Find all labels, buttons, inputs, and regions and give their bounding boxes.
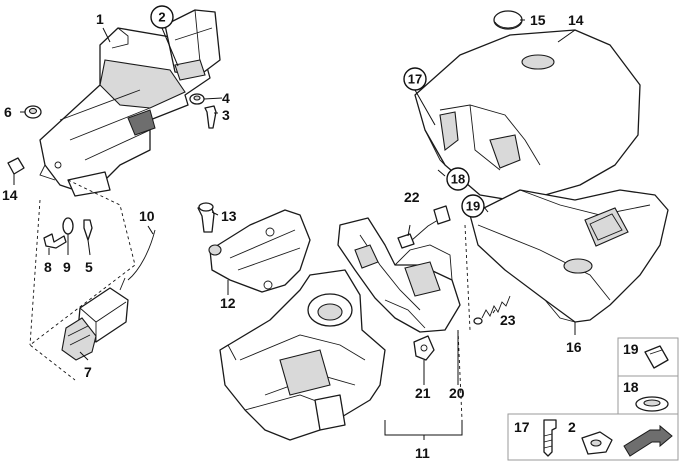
label-part-11: 11 <box>415 445 430 461</box>
screw-part-5 <box>83 219 93 241</box>
leader-lines <box>13 19 576 440</box>
column-cover-lower <box>469 189 669 323</box>
label-part-17: 17 <box>408 72 422 87</box>
washer-part-9 <box>62 217 74 235</box>
cap-part-15 <box>493 10 523 30</box>
label-ring-18 <box>446 167 470 191</box>
connector-part-22 <box>397 205 451 249</box>
bolt-part-8 <box>43 233 67 249</box>
clip-part-14-left <box>7 157 25 175</box>
label-ring-2 <box>150 5 174 29</box>
clip-part-21 <box>413 335 435 361</box>
label-part-20: 20 <box>449 385 465 401</box>
label-part-14-right: 14 <box>568 12 584 28</box>
label-part-15: 15 <box>530 12 546 28</box>
bolt-part-13 <box>197 202 215 233</box>
label-ring-17 <box>403 67 427 91</box>
label-part-2: 2 <box>158 10 165 25</box>
label-part-22: 22 <box>404 189 420 205</box>
screw-part-3 <box>204 105 217 129</box>
legend-panel: 19 18 17 2 <box>507 337 679 461</box>
legend-label-2: 2 <box>568 419 576 435</box>
spring-part-23 <box>473 295 511 325</box>
column-cover-upper <box>414 29 641 201</box>
bracket-part-12 <box>208 209 311 293</box>
legend-clip-icon <box>644 345 669 369</box>
label-part-19: 19 <box>466 199 480 214</box>
cable-part-10 <box>119 229 156 291</box>
label-part-13: 13 <box>221 208 237 224</box>
label-part-7: 7 <box>84 364 92 380</box>
label-part-18: 18 <box>451 172 465 187</box>
label-part-8: 8 <box>44 259 52 275</box>
steering-column-body <box>219 269 386 441</box>
label-ring-19 <box>461 194 485 218</box>
lock-assembly-part-20 <box>337 217 461 333</box>
steering-column-upper <box>39 9 221 197</box>
label-part-3: 3 <box>222 107 230 123</box>
legend-label-17: 17 <box>514 419 530 435</box>
label-part-21: 21 <box>415 385 431 401</box>
label-part-1: 1 <box>96 11 104 27</box>
part-labels: 1 2 4 3 6 14 8 9 5 10 7 13 12 15 14 17 1… <box>2 5 584 461</box>
label-part-9: 9 <box>63 259 71 275</box>
label-part-4: 4 <box>222 90 230 106</box>
motor-part-7 <box>61 287 129 361</box>
nut-part-4 <box>189 93 205 105</box>
legend-label-18: 18 <box>623 379 639 395</box>
label-part-6: 6 <box>4 104 12 120</box>
legend-label-19: 19 <box>623 341 639 357</box>
label-part-16: 16 <box>566 339 582 355</box>
nut-part-6 <box>24 105 42 119</box>
label-part-12: 12 <box>220 295 236 311</box>
label-part-10: 10 <box>139 208 155 224</box>
label-part-23: 23 <box>500 312 516 328</box>
legend-arrow-icon <box>623 424 673 457</box>
label-part-14-left: 14 <box>2 187 18 203</box>
label-part-5: 5 <box>85 259 93 275</box>
